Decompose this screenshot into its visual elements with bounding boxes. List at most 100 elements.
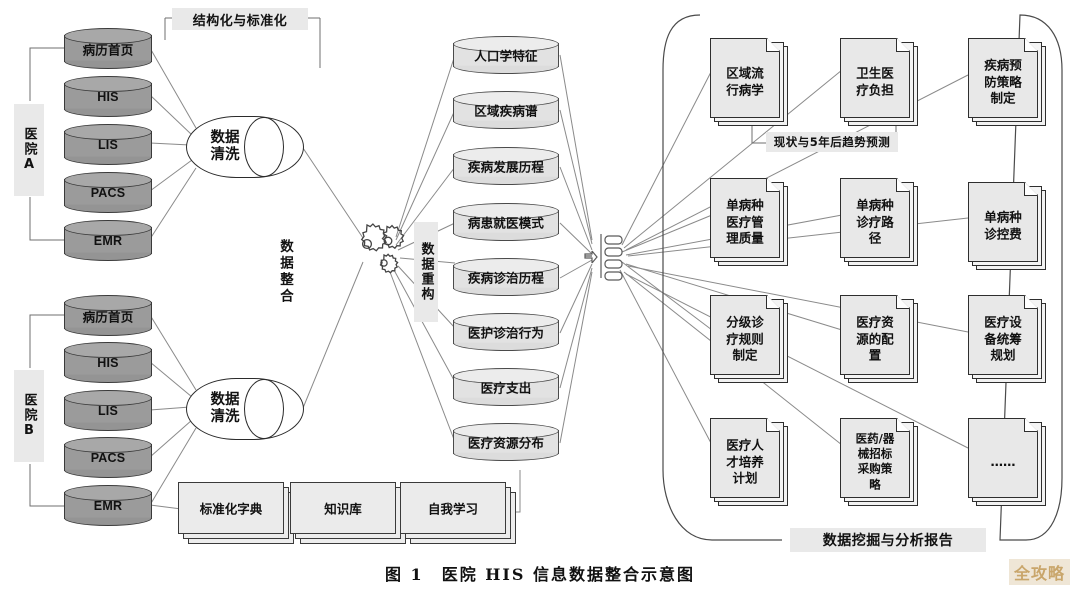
dataset-label: 人口学特征 [474,48,538,64]
report-card-6[interactable]: 分级诊疗规则制定 [710,295,788,383]
report-label: 疾病预防策略制定 [984,57,1022,106]
cylinder-top [453,147,559,163]
source-label: PACS [90,185,126,200]
dataset-label: 疾病诊治历程 [467,270,545,286]
support-box-label: 标准化字典 [199,501,263,517]
cylinder-top [64,437,152,453]
cylinder-top [64,28,152,44]
source-cylinder-his-b[interactable]: HIS [64,342,152,383]
dataset-label: 医疗资源分布 [467,435,545,451]
support-box-selflearning[interactable]: 自我学习 [400,482,516,544]
stack-layer-1 [400,482,506,534]
structuring-label: 结构化与标准化 [172,8,308,30]
dataset-cylinder-3[interactable]: 病患就医模式 [453,203,559,241]
data-cleaning-label: 数据清洗 [200,130,250,164]
source-label: EMR [93,233,123,248]
source-label: HIS [97,89,119,104]
dataset-cylinder-1[interactable]: 区域疾病谱 [453,91,559,129]
cylinder-top [453,91,559,107]
source-cylinder-his-a[interactable]: HIS [64,76,152,117]
report-card-10[interactable]: 医药/器械招标采购策略 [840,418,918,506]
stack-layer-1 [290,482,396,534]
dataset-cylinder-0[interactable]: 人口学特征 [453,36,559,74]
source-cylinder-emr-b[interactable]: EMR [64,485,152,526]
report-label: 区域流行病学 [726,65,764,98]
report-card-11[interactable]: …… [968,418,1046,506]
source-cylinder-bingli-a[interactable]: 病历首页 [64,28,152,69]
hospital-a-label: 医院A [14,104,44,196]
report-label: 单病种诊疗路径 [856,197,894,246]
report-label: 医疗设备统筹规划 [984,314,1022,363]
report-card-7[interactable]: 医疗资源的配置 [840,295,918,383]
watermark: 全攻略 [1008,559,1070,585]
data-cleaning-a[interactable]: 数据清洗 [186,116,304,178]
support-box-knowledgebase[interactable]: 知识库 [290,482,406,544]
trend-forecast-label: 现状与5年后趋势预测 [766,132,898,152]
cylinder-top [453,258,559,274]
report-group-label: 数据挖掘与分析报告 [790,528,986,552]
cylinder-top [64,295,152,311]
report-label: 医疗资源的配置 [856,314,894,363]
figure-caption: 图 1 医院 HIS 信息数据整合示意图 [384,565,695,584]
report-label: 医疗人才培养计划 [726,437,764,486]
cylinder-top [453,203,559,219]
source-cylinder-bingli-b[interactable]: 病历首页 [64,295,152,336]
cleaning-line1: 数据清洗 [210,129,240,163]
source-cylinder-pacs-a[interactable]: PACS [64,172,152,213]
source-cylinder-emr-a[interactable]: EMR [64,220,152,261]
report-card-4[interactable]: 单病种诊疗路径 [840,178,918,266]
source-label: LIS [97,137,119,152]
cylinder-top [453,36,559,52]
report-card-0[interactable]: 区域流行病学 [710,38,788,126]
report-label: 单病种诊控费 [984,209,1022,242]
report-card-5[interactable]: 单病种诊控费 [968,182,1046,270]
cleaning-line1: 数据清洗 [210,391,240,425]
data-cleaning-label: 数据清洗 [200,392,250,426]
dataset-cylinder-6[interactable]: 医疗支出 [453,368,559,406]
cylinder-top [64,172,152,188]
doc-stack-1 [840,178,910,258]
cylinder-top [453,313,559,329]
dataset-label: 病患就医模式 [467,215,545,231]
source-label: LIS [97,403,119,418]
data-cleaning-b[interactable]: 数据清洗 [186,378,304,440]
source-cylinder-lis-b[interactable]: LIS [64,390,152,431]
report-label: 医药/器械招标采购策略 [855,431,895,492]
source-label: 病历首页 [82,309,134,324]
dataset-cylinder-7[interactable]: 医疗资源分布 [453,423,559,461]
dataset-cylinder-4[interactable]: 疾病诊治历程 [453,258,559,296]
dataset-label: 医疗支出 [480,380,532,396]
dataset-label: 区域疾病谱 [474,103,538,119]
dataset-cylinder-5[interactable]: 医护诊治行为 [453,313,559,351]
report-card-9[interactable]: 医疗人才培养计划 [710,418,788,506]
report-label: 卫生医疗负担 [856,65,894,98]
dataset-cylinder-2[interactable]: 疾病发展历程 [453,147,559,185]
reconstruction-label: 数据重构 [414,222,438,322]
cylinder-top [453,368,559,384]
source-label: 病历首页 [82,42,134,57]
report-label: 分级诊疗规则制定 [726,314,764,363]
source-cylinder-lis-a[interactable]: LIS [64,124,152,165]
source-label: EMR [93,498,123,513]
cylinder-top [64,124,152,140]
report-card-8[interactable]: 医疗设备统筹规划 [968,295,1046,383]
cylinder-cap [244,379,284,439]
support-box-label: 知识库 [324,501,362,517]
cylinder-top [453,423,559,439]
source-cylinder-pacs-b[interactable]: PACS [64,437,152,478]
cylinder-top [64,76,152,92]
report-card-1[interactable]: 卫生医疗负担 [840,38,918,126]
arrow-list-icon [583,228,625,286]
report-card-3[interactable]: 单病种医疗管理质量 [710,178,788,266]
cylinder-top [64,342,152,358]
gears-icon [352,220,408,278]
cylinder-top [64,485,152,501]
source-label: PACS [90,450,126,465]
source-label: HIS [97,355,119,370]
support-box-label: 自我学习 [427,501,478,517]
report-card-2[interactable]: 疾病预防策略制定 [968,38,1046,126]
cylinder-cap [244,117,284,177]
support-box-dictionary[interactable]: 标准化字典 [178,482,294,544]
integration-label: 数据整合 [277,239,293,305]
